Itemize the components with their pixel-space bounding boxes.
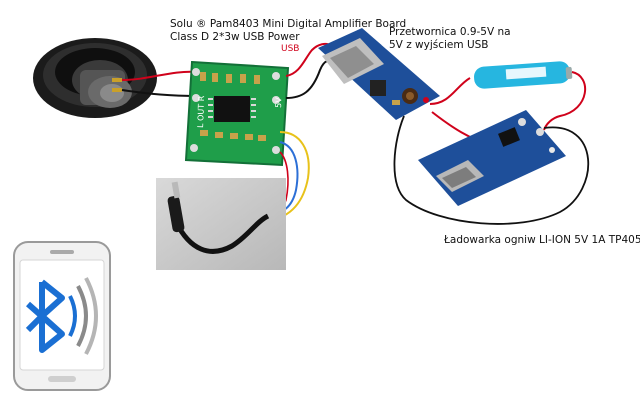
amplifier-label-line2: Class D 2*3w USB Power [170,31,300,43]
usb-tag: USB [281,44,300,54]
usb-boost-converter-image [318,28,440,120]
charger-board-image [418,110,566,206]
charger-label: Ładowarka ogniw LI-ION 5V 1A TP4056 [444,234,640,246]
converter-label-line1: Przetwornica 0.9-5V na [389,26,511,38]
battery-image [474,61,573,89]
board-mark-lout: L OUT R [196,95,206,128]
speaker-image [33,38,157,118]
bluetooth-icon [25,277,98,355]
amplifier-label-line1: Solu ® Pam8403 Mini Digital Amplifier Bo… [170,18,407,30]
audio-jack-image [156,178,286,270]
converter-label-line2: 5V z wyjściem USB [389,39,489,51]
amplifier-board-image: L OUT R 5V [184,60,290,167]
board-mark-5v: 5V [274,97,283,108]
